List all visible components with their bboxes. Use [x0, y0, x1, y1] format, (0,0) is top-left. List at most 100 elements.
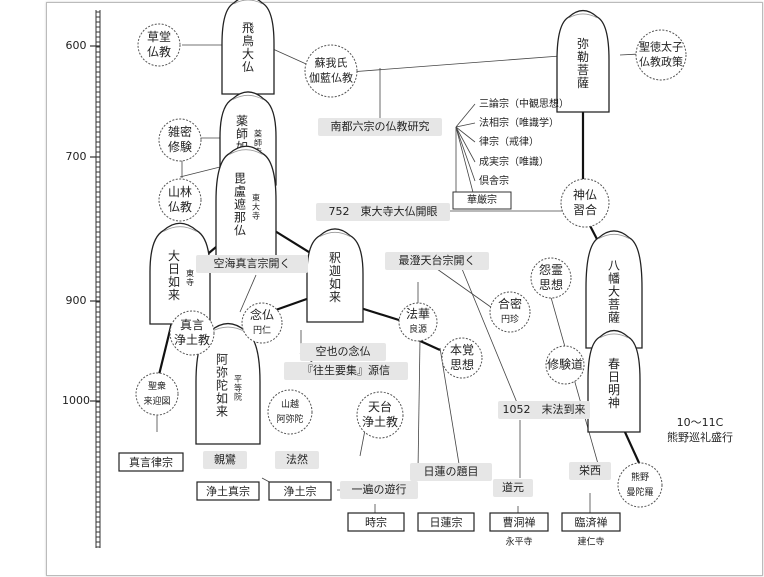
circle-line: 習合	[573, 202, 597, 217]
statue-char: 遮	[234, 197, 246, 212]
statue-char: 大	[242, 47, 254, 61]
sect-item: 律宗（戒律）	[479, 135, 539, 148]
circle-line: 伽藍仏教	[309, 71, 353, 85]
label-nanto: 南都六宗の仏教研究	[318, 118, 442, 136]
statue-char: 来	[216, 405, 228, 419]
sect-jodo: 浄土宗	[268, 481, 332, 501]
sect-jodo_shin: 浄土真宗	[196, 481, 260, 501]
circle-line: 仏教	[147, 44, 171, 59]
sect-label: 臨済禅	[575, 515, 608, 529]
label-honen: 法然	[275, 451, 319, 469]
circle-line: 円仁	[253, 324, 271, 336]
circle-line: 法華	[406, 307, 430, 321]
statue-char: 迦	[329, 264, 341, 278]
circle-line: 山越	[281, 398, 299, 410]
circle-line: 怨霊	[539, 263, 563, 277]
sect-soto: 曹洞禅	[489, 512, 549, 532]
circle-line: 雑密	[168, 124, 192, 139]
statue-char: 薩	[577, 76, 589, 90]
label-dogen: 道元	[493, 479, 533, 497]
statue-char: 八	[608, 259, 620, 273]
label-todaiji: 752 東大寺大仏開眼	[316, 203, 450, 221]
statue-char: 仏	[242, 60, 254, 74]
circle-line: 曼陀羅	[626, 486, 653, 498]
statue-char: 来	[329, 290, 341, 304]
circle-line: 山林	[168, 185, 192, 199]
sect-label: 浄土真宗	[206, 484, 250, 498]
statue-char: 大	[168, 249, 180, 263]
label-saicho: 最澄天台宗開く	[385, 252, 489, 270]
statue-char: 毘	[234, 172, 246, 186]
circle-line: 合密	[498, 296, 522, 311]
statue-char: 陀	[216, 378, 228, 393]
temple-eiheiji: 永平寺	[505, 536, 532, 548]
statue-char: 釈	[329, 251, 341, 265]
label-ippen: 一遍の遊行	[340, 481, 418, 499]
statue-char: 勒	[577, 50, 589, 64]
circle-line: 修験	[168, 139, 192, 154]
circle-shugendo: 修験道	[545, 345, 585, 385]
statue-char: 師	[236, 127, 248, 141]
circle-line: 本覚	[450, 343, 474, 357]
label-text: 日蓮の題目	[424, 464, 479, 478]
circle-line: 念仏	[250, 307, 274, 322]
statue-char: 弥	[216, 365, 228, 380]
statue-char: 薬	[236, 114, 248, 128]
label-text: 空海真言宗開く	[214, 256, 291, 270]
statue-char: 仏	[234, 224, 246, 238]
sect-label: 浄土宗	[284, 484, 317, 498]
circle-line: 良源	[409, 323, 427, 335]
timeline-label-700: 700	[66, 150, 87, 163]
statue-char: 薩	[608, 311, 620, 325]
label-text: 『往生要集』源信	[302, 363, 390, 377]
statue-char: 明	[608, 383, 620, 397]
temple-kenninji: 建仁寺	[577, 536, 604, 548]
timeline-label-600: 600	[66, 39, 87, 52]
label-shinran: 親鸞	[203, 451, 247, 469]
circle-line: 円珍	[501, 313, 519, 325]
sect-item: 法相宗（唯識学）	[479, 116, 559, 129]
statue-side-char: 等	[234, 383, 242, 393]
statue-char: 春	[608, 357, 620, 371]
statue-char: 弥	[577, 36, 589, 51]
timeline-label-900: 900	[66, 294, 87, 307]
circle-line: 天台	[368, 399, 392, 414]
label-text: 752 東大寺大仏開眼	[329, 204, 438, 218]
statue-char: 鳥	[242, 33, 254, 48]
label-nichiren_label: 日蓮の題目	[410, 463, 492, 481]
statue-char: 如	[168, 274, 180, 289]
circle-line: 神仏	[573, 188, 597, 202]
sect-label: 日蓮宗	[430, 515, 463, 529]
statue-char: 日	[608, 370, 620, 384]
label-text: 熊野巡礼盛行	[667, 430, 733, 444]
sect-shingon_ritsu: 真言律宗	[118, 452, 184, 472]
label-text: 空也の念仏	[316, 344, 371, 358]
circle-line: 思想	[539, 277, 563, 292]
statue-side-char: 寺	[186, 278, 194, 287]
statue-char: 飛	[242, 21, 254, 35]
sect-ji: 時宗	[347, 512, 405, 532]
statue-side-char: 平	[234, 375, 242, 384]
circle-line: 蘇我氏	[315, 57, 348, 70]
circle-line: 阿弥陀	[276, 413, 303, 425]
circle-line: 来迎図	[143, 395, 170, 407]
statue-side-char: 薬	[254, 129, 262, 139]
statue-char: 那	[234, 211, 246, 225]
